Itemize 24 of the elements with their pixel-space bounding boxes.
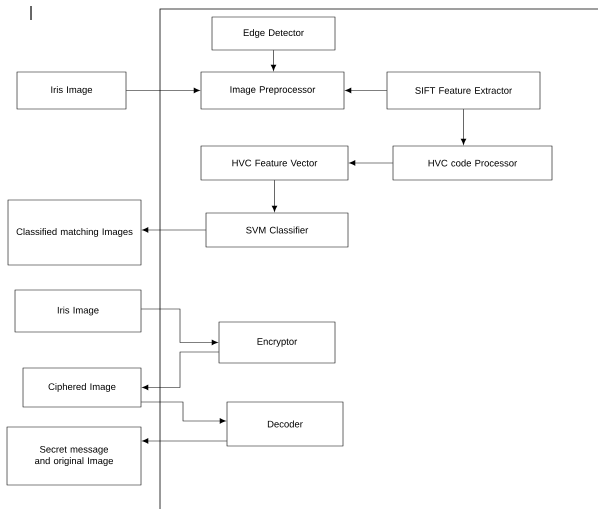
arrow (141, 308, 218, 346)
process-box: Ciphered Image (22, 368, 142, 408)
process-box: Image Preprocessor (200, 72, 344, 110)
process-box: Decoder (226, 402, 344, 446)
process-box: HVC code Processor (392, 146, 552, 180)
arrow (141, 402, 226, 424)
process-box: SIFT Feature Extractor (386, 72, 540, 110)
process-box: Encryptor (218, 322, 336, 364)
arrow (142, 227, 206, 233)
process-box: SVM Classifier (206, 212, 348, 248)
process-box: Iris Image (16, 72, 126, 110)
process-box: HVC Feature Vector (200, 146, 348, 180)
arrow (345, 88, 387, 94)
arrow (272, 180, 278, 212)
arrow (142, 438, 227, 444)
arrow (270, 50, 276, 71)
arrow (460, 109, 466, 145)
process-box: Secret message and original Image (6, 426, 142, 486)
arrow (126, 88, 200, 94)
arrow (349, 160, 393, 166)
process-box: Iris Image (14, 290, 142, 332)
process-box: Edge Detector (212, 16, 336, 50)
process-box: Classified matching Images (8, 200, 142, 266)
arrow (142, 352, 219, 390)
